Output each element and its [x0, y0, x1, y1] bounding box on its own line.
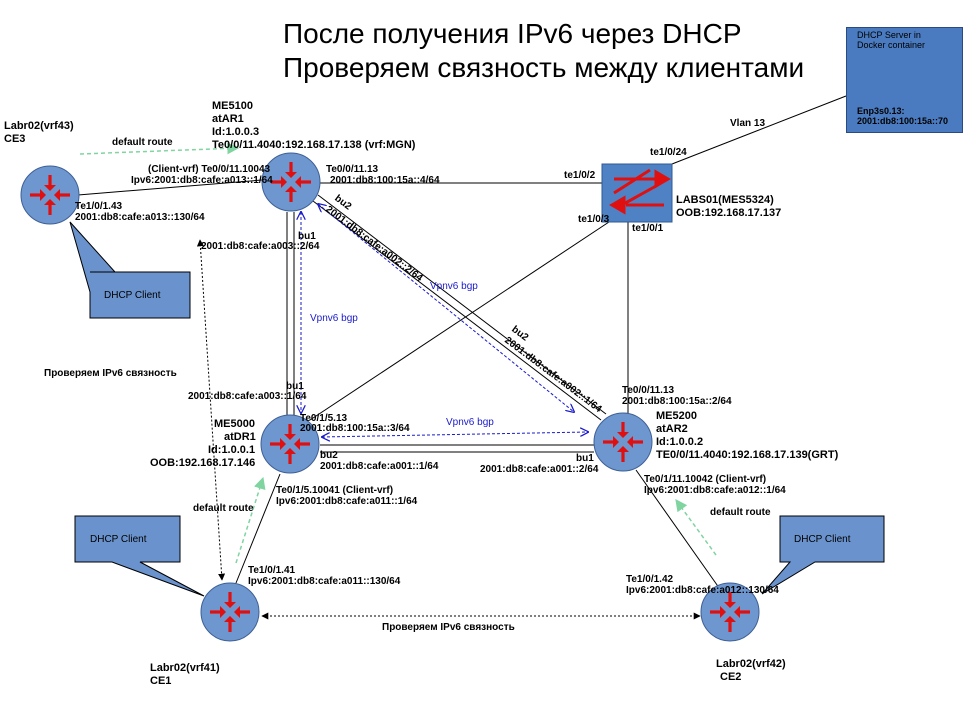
me5100-bu1: bu1	[298, 231, 316, 242]
me5200-id: Id:1.0.0.2	[656, 436, 704, 448]
me5100-id: Id:1.0.0.3	[212, 126, 260, 138]
ce1-ip: Ipv6:2001:db8:cafe:a011::130/64	[248, 576, 401, 587]
me5200-bu1: bu1	[576, 453, 594, 464]
me5000-bu1: bu1	[286, 381, 304, 392]
default-route-ce3	[79, 142, 240, 155]
bgp-me5000-me5200	[322, 432, 588, 437]
me5100-name-text: ME5100	[212, 100, 253, 112]
labs-te1: te1/0/1	[632, 223, 664, 234]
me5200-name: ME5200	[656, 410, 697, 422]
dhcp-server-iface-name: Enp3s0.13:	[857, 106, 905, 116]
labs-te24: te1/0/24	[650, 147, 687, 158]
ce1-ce: CE1	[150, 675, 172, 687]
me5200-label: ME5200 atAR2 Id:1.0.0.2 TE0/0/11.4040:19…	[656, 410, 838, 462]
dhcp-server-title-line1: DHCP Server in	[857, 30, 921, 40]
default-route-ce1	[235, 476, 266, 564]
link-me5000-ce1	[235, 473, 281, 584]
me5000-bu2: bu2	[320, 450, 338, 461]
ce3-name: Labr02(vrf43)	[4, 120, 74, 132]
dhcp-client-callout-ce1	[74, 515, 205, 597]
dhcp-server-box[interactable]: DHCP Server in Docker container Enp3s0.1…	[846, 27, 963, 133]
default-route-label-ce3: default route	[112, 137, 173, 148]
ce3-if: Te1/0/1.43	[75, 201, 123, 212]
ce1-name: Labr02(vrf41)	[150, 662, 220, 674]
me5100-te13-ip: 2001:db8:100:15a::4/64	[330, 175, 440, 186]
me5100-role: atAR1	[212, 113, 244, 125]
me5000-te: Te0/1/5.13	[300, 413, 348, 424]
me5200-client-ip: Ipv6:2001:db8:cafe:a012::1/64	[644, 485, 786, 496]
dhcp-client-label-ce1: DHCP Client	[90, 534, 147, 545]
bgp-label-me5100-me5000: Vpnv6 bgp	[310, 313, 358, 324]
me5000-bu1-ip: 2001:db8:cafe:a003::1/64	[188, 391, 307, 402]
me5000-oob: OOB:192.168.17.146	[150, 457, 256, 469]
me5200-te13: Te0/0/11.13	[622, 385, 675, 396]
default-route-ce2	[675, 499, 717, 556]
router-me5200[interactable]	[592, 411, 654, 473]
ce3-ip: 2001:db8:cafe:a013::130/64	[75, 212, 205, 223]
me5100-client-ip: Ipv6:2001:db8:cafe:a013::1/64	[131, 175, 273, 186]
dhcp-server-title-line2: Docker container	[857, 40, 926, 50]
me5100-iface: Te0/0/11.4040:192.168.17.138 (vrf:MGN)	[212, 139, 416, 151]
me5200-client-if: Te0/1/11.10042 (Client-vrf)	[644, 474, 767, 485]
bgp-sessions	[301, 204, 588, 437]
default-route-label-ce1: default route	[193, 503, 254, 514]
me5000-bu2-ip: 2001:db8:cafe:a001::1/64	[320, 461, 439, 472]
ce2-name: Labr02(vrf42)	[716, 658, 786, 670]
link-me5200-ce2	[635, 469, 723, 593]
check-label-ce3-ce1: Проверяем IPv6 связность	[44, 368, 177, 379]
labs-te2: te1/0/2	[564, 170, 596, 181]
me5200-bu1-ip: 2001:db8:cafe:a001::2/64	[480, 464, 599, 475]
labs01-label: LABS01(MES5324) OOB:192.168.17.137	[676, 194, 781, 220]
me5000-te-ip: 2001:db8:100:15a::3/64	[300, 423, 410, 434]
bgp-label-me5000-me5200: Vpnv6 bgp	[446, 417, 494, 428]
me5000-name: ME5000	[214, 418, 255, 430]
me5100-client-if: (Client-vrf) Te0/0/11.10043	[148, 164, 271, 175]
vlan-label: Vlan 13	[730, 118, 766, 129]
default-routes	[79, 142, 717, 564]
dhcp-client-callout-ce3	[69, 221, 191, 319]
dhcp-client-label-ce3: DHCP Client	[104, 290, 161, 301]
connectivity-checks	[196, 239, 701, 620]
labs01-switch	[601, 163, 673, 223]
ce2-if: Te1/0/1.42	[626, 574, 674, 585]
labs01-oob: OOB:192.168.17.137	[676, 207, 782, 219]
router-ce1[interactable]	[199, 581, 261, 643]
me5000-client-ip: Ipv6:2001:db8:cafe:a011::1/64	[276, 496, 418, 507]
check-ce3-ce1	[196, 239, 226, 581]
dhcp-server-iface-ip: 2001:db8:100:15a::70	[857, 116, 949, 126]
dhcp-client-label-ce2: DHCP Client	[794, 534, 851, 545]
link-ce3-me5100	[77, 179, 263, 196]
dhcp-client-callout-ce2	[761, 515, 885, 595]
dhcp-server-iface: Enp3s0.13: 2001:db8:100:15a::70	[857, 106, 948, 126]
router-ce3[interactable]	[19, 164, 81, 226]
me5000-label: ME5000 atDR1 Id:1.0.0.1 OOB:192.168.17.1…	[150, 418, 258, 470]
labs-te3: te1/0/3	[578, 214, 610, 225]
check-label-ce1-ce2: Проверяем IPv6 связность	[382, 622, 515, 633]
me5000-role: atDR1	[224, 431, 256, 443]
me5200-role: atAR2	[656, 423, 688, 435]
ce2-ce: CE2	[720, 671, 742, 683]
bgp-label-me5100-me5200: Vpnv6 bgp	[430, 281, 478, 292]
dhcp-server-title: DHCP Server in Docker container	[857, 30, 925, 50]
ce1-if: Te1/0/1.41	[248, 565, 296, 576]
link-labs01-dhcp	[671, 95, 847, 165]
ce2-ip: Ipv6:2001:db8:cafe:a012::130/64	[626, 585, 779, 596]
ce3-label: Labr02(vrf43) CE3	[4, 120, 74, 146]
me5200-te13-ip: 2001:db8:100:15a::2/64	[622, 396, 732, 407]
me5100-bu1-ip: 2001:db8:cafe:a003::2/64	[201, 241, 320, 252]
ce1-label: Labr02(vrf41) CE1	[150, 662, 220, 688]
labs01-name: LABS01(MES5324)	[676, 194, 774, 206]
default-route-label-ce2: default route	[710, 507, 771, 518]
ce2-label: Labr02(vrf42) CE2	[716, 658, 786, 684]
me5100-name: ME5100 atAR1 Id:1.0.0.3 Te0/0/11.4040:19…	[212, 100, 415, 152]
me5200-iface: TE0/0/11.4040:192.168.17.139(GRT)	[656, 449, 839, 461]
me5100-te13: Te0/0/11.13	[326, 164, 379, 175]
ce3-ce: CE3	[4, 133, 26, 145]
page-title-line1: После получения IPv6 через DHCP	[283, 18, 742, 49]
page-title-line2: Проверяем связность между клиентами	[283, 52, 805, 83]
me5000-client-if: Te0/1/5.10041 (Client-vrf)	[276, 485, 394, 496]
me5000-id: Id:1.0.0.1	[208, 444, 256, 456]
